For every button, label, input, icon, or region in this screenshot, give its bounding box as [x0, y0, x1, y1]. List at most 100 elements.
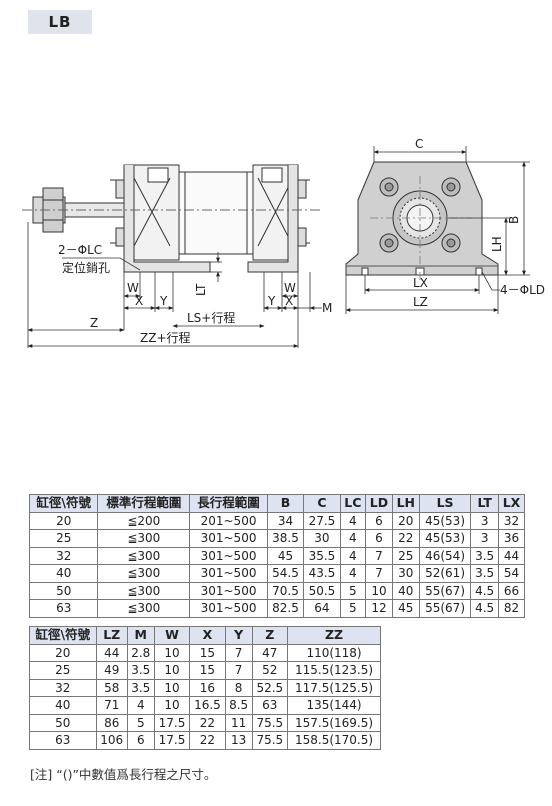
- table-cell: ≦300: [97, 546, 191, 565]
- dim-z: Z: [90, 316, 98, 330]
- table-cell: 20: [28, 511, 99, 530]
- table-cell: 40: [28, 564, 99, 583]
- table-cell: 157.5(169.5): [287, 713, 381, 732]
- column-header: 缸徑\符號: [29, 626, 97, 645]
- table-cell: ≦300: [97, 581, 191, 600]
- table-cell: 22: [189, 713, 226, 732]
- table-cell: 8: [224, 678, 253, 697]
- column-header: 標準行程範圍: [97, 494, 191, 513]
- table-cell: 40: [29, 696, 97, 715]
- table-cell: 52: [251, 661, 289, 680]
- table-cell: 55(67): [418, 581, 472, 600]
- table-cell: 36: [497, 529, 526, 548]
- table-cell: 10: [153, 696, 191, 715]
- table-cell: 50: [29, 713, 97, 732]
- table-cell: ≦200: [97, 511, 191, 530]
- table-cell: 4: [126, 696, 155, 715]
- dim-lx: LX: [413, 276, 428, 290]
- table-cell: 15: [189, 643, 226, 662]
- table-cell: 45(53): [418, 529, 472, 548]
- table-cell: 301~500: [189, 581, 268, 600]
- table-cell: 16: [189, 678, 226, 697]
- column-header: LS: [418, 494, 472, 513]
- table-cell: 64: [303, 599, 341, 618]
- table-cell: 6: [126, 731, 155, 750]
- column-header: C: [303, 494, 341, 513]
- table-cell: 117.5(125.5): [287, 678, 381, 697]
- table-cell: 158.5(170.5): [287, 731, 381, 750]
- foot-front-view: [345, 161, 499, 276]
- table-cell: 3.5: [470, 546, 499, 565]
- cylinder-side-view: [22, 164, 320, 273]
- table-cell: 54.5: [266, 564, 305, 583]
- section-tag: LB: [28, 10, 92, 34]
- column-header: X: [189, 626, 226, 645]
- dim-w-right: W: [284, 281, 296, 295]
- table-cell: ≦300: [97, 564, 191, 583]
- column-header: LX: [497, 494, 526, 513]
- table-cell: 63: [251, 696, 289, 715]
- table-cell: 34: [266, 511, 305, 530]
- table-cell: 32: [497, 511, 526, 530]
- table-cell: 49: [95, 661, 128, 680]
- column-header: M: [126, 626, 155, 645]
- table-cell: 38.5: [266, 529, 305, 548]
- table-cell: 43.5: [303, 564, 341, 583]
- dim-b: B: [507, 216, 521, 224]
- table-cell: 3: [470, 511, 499, 530]
- dim-x-left: X: [135, 294, 143, 308]
- table-cell: 75.5: [251, 713, 289, 732]
- footnote: [注] “()”中數值爲長行程之尺寸。: [30, 767, 217, 782]
- table-cell: 82: [497, 599, 526, 618]
- table-cell: 70.5: [266, 581, 305, 600]
- table-cell: 75.5: [251, 731, 289, 750]
- table-cell: 25: [29, 661, 97, 680]
- table-cell: 47: [251, 643, 289, 662]
- table-cell: 86: [95, 713, 128, 732]
- table-cell: 6: [365, 511, 393, 530]
- column-header: 長行程範圍: [189, 494, 268, 513]
- dim-y-left: Y: [159, 294, 168, 308]
- table-cell: 32: [29, 678, 97, 697]
- table-cell: 16.5: [189, 696, 226, 715]
- table-cell: 4: [339, 546, 367, 565]
- table-cell: 5: [339, 599, 367, 618]
- table-cell: 46(54): [418, 546, 472, 565]
- table-cell: 66: [497, 581, 526, 600]
- table-cell: 50: [28, 581, 99, 600]
- column-header: LT: [470, 494, 499, 513]
- column-header: LD: [365, 494, 393, 513]
- table-cell: 301~500: [189, 599, 268, 618]
- table-cell: 17.5: [153, 713, 191, 732]
- dim-ld: 4－ΦLD: [500, 283, 545, 297]
- table-cell: 30: [303, 529, 341, 548]
- table-cell: 110(118): [287, 643, 381, 662]
- table-cell: 115.5(123.5): [287, 661, 381, 680]
- table-cell: 301~500: [189, 546, 268, 565]
- table-cell: 3: [470, 529, 499, 548]
- dim-lt: LT: [194, 283, 208, 296]
- technical-drawing: 2－ΦLC 定位銷孔 W X Y LT Y X W M LS+行程 Z ZZ+行…: [22, 137, 545, 348]
- table-cell: 58: [95, 678, 128, 697]
- column-header: LH: [391, 494, 420, 513]
- table-cell: 11: [224, 713, 253, 732]
- table-cell: 301~500: [189, 529, 268, 548]
- table-cell: 3.5: [470, 564, 499, 583]
- table-cell: 63: [29, 731, 97, 750]
- table-cell: 4: [339, 564, 367, 583]
- table-cell: 10: [365, 581, 393, 600]
- column-header: LC: [339, 494, 367, 513]
- table-cell: 3.5: [126, 678, 155, 697]
- table-cell: 52.5: [251, 678, 289, 697]
- table-cell: 50.5: [303, 581, 341, 600]
- table-cell: 35.5: [303, 546, 341, 565]
- column-header: B: [266, 494, 305, 513]
